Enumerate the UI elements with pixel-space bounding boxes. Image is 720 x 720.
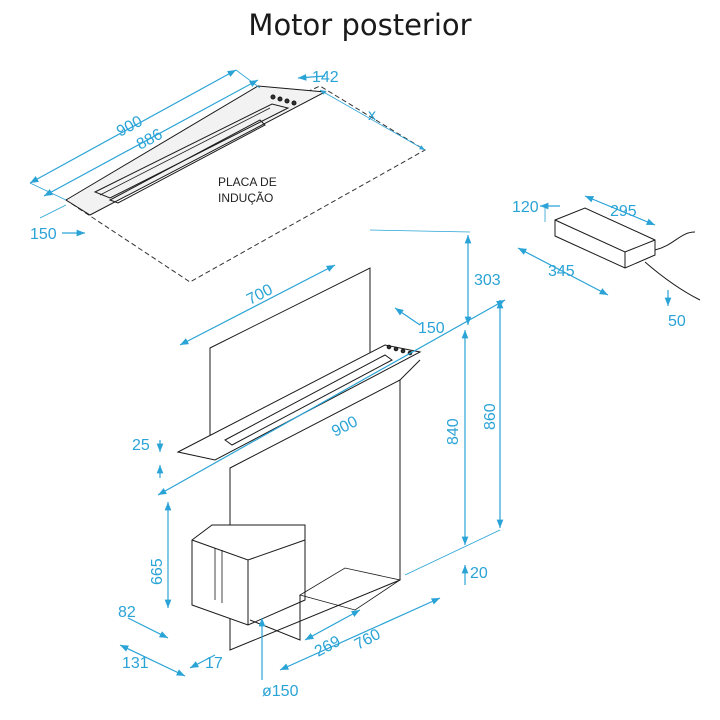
dim-hood-20: 20: [470, 565, 488, 582]
dim-motor-345: 345: [548, 263, 575, 280]
dim-hood-860: 860: [482, 403, 499, 430]
dim-motor-295: 295: [610, 203, 637, 220]
hob-label-line2: INDUÇÃO: [218, 191, 273, 205]
dim-hood-82: 82: [118, 604, 136, 621]
diagram-title: Motor posterior: [248, 8, 472, 42]
dim-motor-120: 120: [512, 199, 539, 216]
dim-hood-269: 269: [312, 633, 344, 661]
motor-dimensions: [517, 195, 672, 306]
dim-hood-700: 700: [244, 281, 276, 308]
dim-hob-150: 150: [30, 226, 57, 243]
dim-hood-840: 840: [445, 418, 462, 445]
dim-hood-760: 760: [352, 626, 384, 654]
dim-hood-303: 303: [474, 272, 501, 289]
dim-hood-150: 150: [418, 320, 445, 337]
hood-main: [176, 267, 422, 651]
motor-box: [554, 207, 701, 301]
dim-hob-x: x: [368, 107, 376, 124]
hob-label-line1: PLACA DE: [218, 175, 277, 189]
hob-dimensions: [29, 69, 426, 237]
dim-motor-50: 50: [668, 313, 686, 330]
dim-hood-665: 665: [149, 558, 166, 585]
dim-hood-duct-diameter: ø150: [262, 683, 299, 700]
hood-dimensions: [119, 229, 506, 680]
dim-hood-131: 131: [122, 655, 149, 672]
dim-hood-25: 25: [132, 437, 150, 454]
dim-hob-142: 142: [312, 69, 339, 86]
dim-hood-17: 17: [205, 655, 223, 672]
